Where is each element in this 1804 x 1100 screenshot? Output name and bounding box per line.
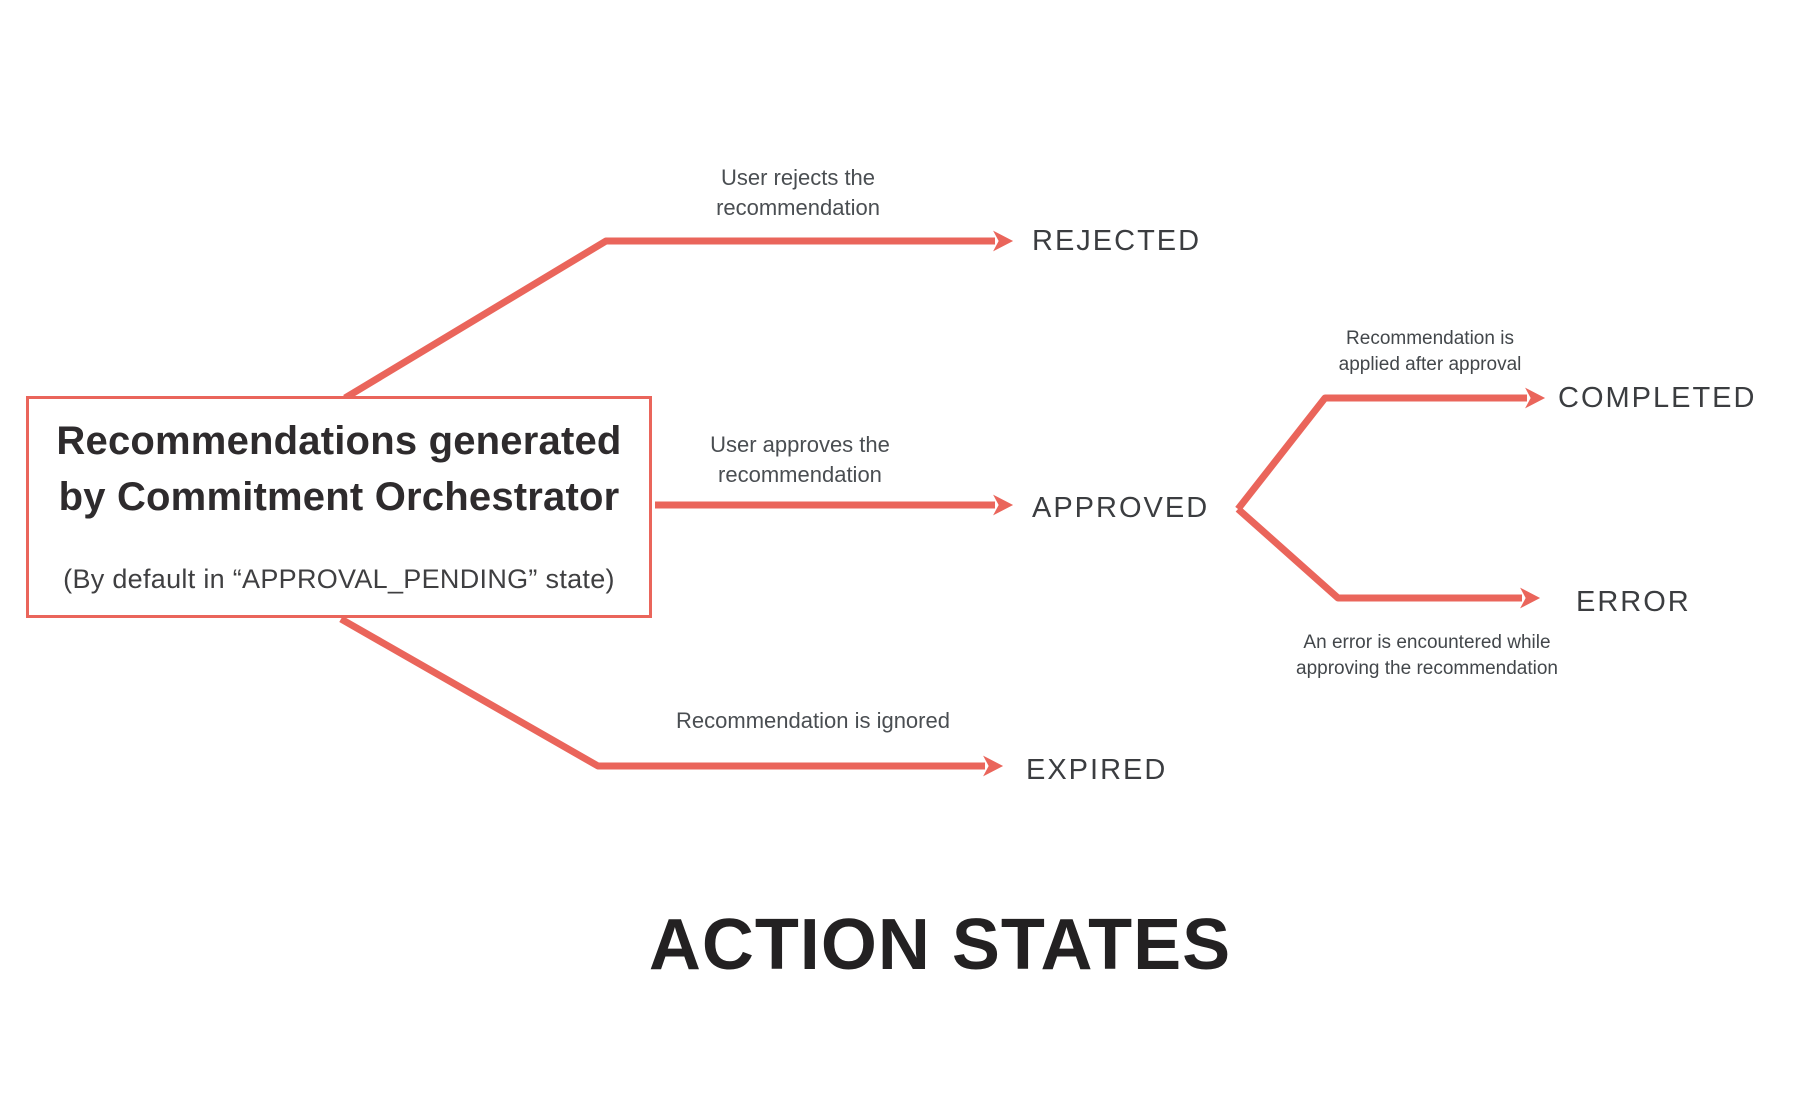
source-box-title: Recommendations generated by Commitment … bbox=[56, 419, 622, 519]
source-box-subtitle: (By default in “APPROVAL_PENDING” state) bbox=[63, 564, 615, 594]
edge-expired-line bbox=[339, 615, 1004, 777]
state-expired: EXPIRED bbox=[1026, 754, 1168, 786]
edge-label-error: An error is encountered while approving … bbox=[1296, 632, 1558, 679]
edge-rejected-line bbox=[343, 230, 1014, 401]
edge-completed-line bbox=[1235, 387, 1546, 512]
state-approved: APPROVED bbox=[1032, 492, 1210, 524]
diagram-title: ACTION STATES bbox=[648, 905, 1232, 985]
state-rejected: REJECTED bbox=[1032, 225, 1202, 257]
edge-label-expired: Recommendation is ignored bbox=[676, 708, 950, 733]
edge-error-line bbox=[1235, 506, 1541, 609]
edge-label-completed: Recommendation is applied after approval bbox=[1338, 328, 1522, 375]
state-completed: COMPLETED bbox=[1558, 382, 1757, 414]
edge-label-rejected: User rejects the recommendation bbox=[716, 165, 880, 220]
source-state-box: Recommendations generated by Commitment … bbox=[26, 396, 652, 618]
edge-label-approved: User approves the recommendation bbox=[710, 432, 890, 487]
state-error: ERROR bbox=[1576, 586, 1691, 618]
